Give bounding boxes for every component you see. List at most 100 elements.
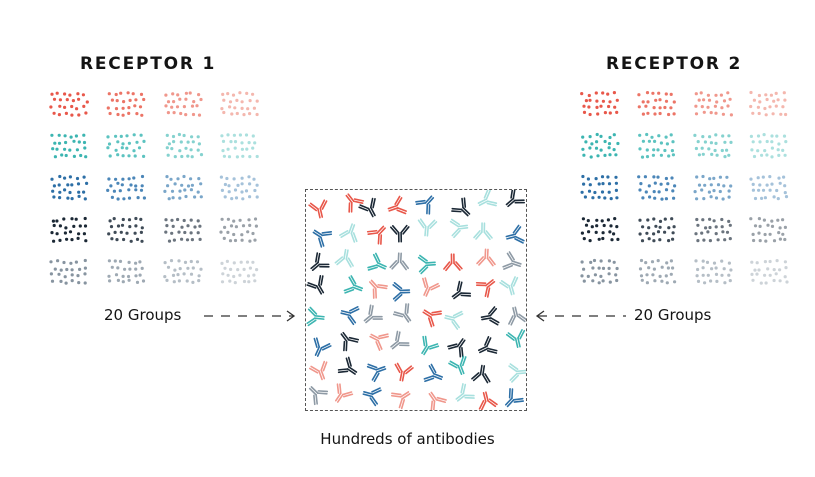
receptor-1-group <box>106 133 146 158</box>
antibody-icon <box>480 306 500 326</box>
receptor-1-group <box>50 216 88 243</box>
antibody-icon <box>502 251 522 270</box>
antibody-field <box>306 190 526 410</box>
antibody-pool-caption: Hundreds of antibodies <box>320 430 495 448</box>
antibody-icon <box>417 218 438 237</box>
receptor-1-group <box>220 91 259 117</box>
antibody-icon <box>444 310 464 330</box>
antibody-icon <box>504 387 525 408</box>
antibody-icon <box>308 386 329 406</box>
receptor-1-title: RECEPTOR 1 <box>80 54 217 74</box>
receptor-2-group <box>693 133 733 159</box>
receptor-2-groups-label: 20 Groups <box>634 306 712 324</box>
antibody-icon <box>475 279 496 298</box>
antibody-icon <box>422 309 442 328</box>
receptor-2-group <box>694 259 733 285</box>
antibody-icon <box>448 355 467 376</box>
receptor-2-group <box>694 217 732 243</box>
receptor-2-group <box>637 91 676 117</box>
antibody-icon <box>390 224 410 243</box>
receptor-2-group <box>637 175 677 201</box>
antibody-icon <box>334 248 354 268</box>
receptor-2-title: RECEPTOR 2 <box>606 54 743 74</box>
receptor-1-group <box>106 91 146 117</box>
antibody-icon <box>394 362 414 382</box>
receptor-2-group <box>694 91 734 117</box>
antibody-icon <box>505 329 526 349</box>
antibody-icon <box>417 254 436 275</box>
antibody-icon <box>473 222 493 241</box>
receptor-2-group <box>693 174 733 201</box>
antibody-icon <box>415 195 435 215</box>
receptor-1-group <box>49 258 87 285</box>
antibody-icon <box>306 275 325 295</box>
antibody-icon <box>363 304 383 324</box>
antibody-icon <box>508 306 526 326</box>
receptor-1-group <box>50 133 88 159</box>
receptor-2-group <box>580 258 619 285</box>
antibody-icon <box>477 190 498 207</box>
antibody-icon <box>362 387 382 407</box>
antibody-icon <box>471 364 491 384</box>
receptor-2-group <box>749 217 788 243</box>
antibody-icon <box>310 252 330 272</box>
antibody-icon <box>345 193 365 213</box>
antibody-icon <box>313 337 332 357</box>
antibody-icon <box>451 197 471 217</box>
receptor-2-group <box>638 132 676 159</box>
antibody-icon <box>337 356 358 375</box>
antibody-icon <box>505 190 526 208</box>
antibody-pool-box <box>305 189 527 411</box>
receptor-2-group <box>749 133 788 159</box>
antibody-icon <box>478 391 498 410</box>
arrow-left-icon <box>535 310 626 322</box>
antibody-icon <box>421 335 440 356</box>
receptor-1-group <box>163 174 203 201</box>
antibody-icon <box>499 276 519 296</box>
antibody-icon <box>306 306 325 327</box>
antibody-icon <box>443 253 463 272</box>
antibody-icon <box>392 303 412 323</box>
antibody-icon <box>343 275 364 294</box>
receptor-2-group <box>638 217 676 243</box>
receptor-2-group <box>581 132 620 159</box>
antibody-icon <box>455 383 475 402</box>
receptor-1-group <box>220 259 259 285</box>
antibody-icon <box>422 277 441 297</box>
antibody-icon <box>366 363 387 383</box>
antibody-icon <box>308 360 328 381</box>
antibody-icon <box>368 279 388 299</box>
antibody-icon <box>387 195 407 215</box>
antibody-icon <box>447 338 466 358</box>
receptor-1-group <box>163 259 203 284</box>
antibody-icon <box>508 363 526 383</box>
arrow-right-icon <box>204 310 296 322</box>
antibody-icon <box>369 333 389 351</box>
antibody-icon <box>358 197 376 218</box>
receptor-1-group <box>164 217 202 243</box>
receptor-1-group <box>107 259 146 284</box>
antibody-icon <box>340 306 360 326</box>
antibody-icon <box>312 229 333 248</box>
receptor-1-group <box>164 91 203 117</box>
receptor-1-group <box>50 174 89 201</box>
antibody-icon <box>366 225 386 245</box>
receptor-1-group <box>106 174 146 201</box>
receptor-2-group <box>749 175 789 201</box>
receptor-2-group <box>638 258 677 285</box>
antibody-icon <box>423 363 444 383</box>
antibody-icon <box>390 330 410 350</box>
antibody-icon <box>428 391 447 410</box>
antibody-icon <box>451 280 472 300</box>
antibody-icon <box>476 248 496 267</box>
receptor-2-group <box>749 90 788 117</box>
receptor-1-group <box>107 216 144 243</box>
receptor-1-group <box>219 217 258 243</box>
receptor-2-group <box>750 259 789 285</box>
antibody-icon <box>392 282 411 302</box>
receptor-1-group <box>49 91 89 117</box>
antibody-icon <box>340 331 360 352</box>
antibody-icon <box>367 252 387 271</box>
